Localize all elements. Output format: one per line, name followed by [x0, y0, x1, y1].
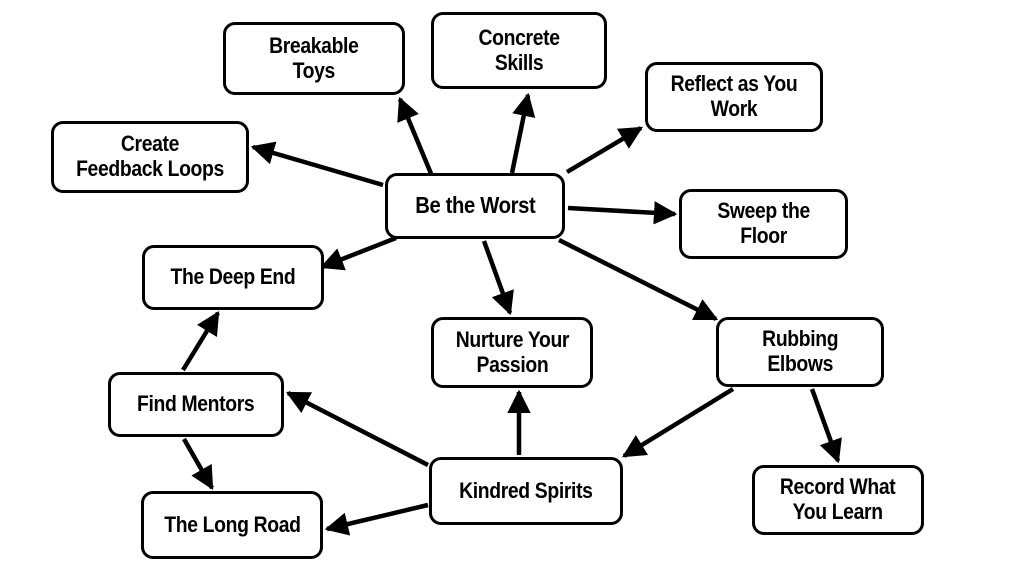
- edge-be-the-worst-to-breakable-toys: [397, 96, 435, 177]
- node-record-what-you-learn[interactable]: Record What You Learn: [752, 465, 924, 535]
- edge-be-the-worst-to-create-feedback-loops: [250, 141, 384, 188]
- node-label-create-feedback-loops: Create Feedback Loops: [76, 131, 224, 181]
- node-label-kindred-spirits: Kindred Spirits: [459, 477, 593, 503]
- node-label-the-long-road: The Long Road: [163, 511, 301, 537]
- node-label-breakable-toys: Breakable Toys: [269, 32, 359, 83]
- edge-be-the-worst-to-nurture-your-passion: [481, 240, 514, 316]
- edge-kindred-spirits-to-find-mentors: [285, 390, 430, 468]
- node-nurture-your-passion[interactable]: Nurture Your Passion: [431, 317, 593, 388]
- edge-be-the-worst-to-the-deep-end: [319, 235, 397, 271]
- node-label-sweep-the-floor: Sweep the Floor: [717, 198, 810, 248]
- node-sweep-the-floor[interactable]: Sweep the Floor: [679, 189, 848, 259]
- node-label-rubbing-elbows: Rubbing Elbows: [761, 326, 839, 376]
- edge-be-the-worst-to-reflect-as-you-work: [565, 126, 644, 174]
- node-breakable-toys[interactable]: Breakable Toys: [223, 22, 405, 95]
- edge-be-the-worst-to-sweep-the-floor: [567, 201, 678, 225]
- node-find-mentors[interactable]: Find Mentors: [108, 372, 284, 437]
- edge-kindred-spirits-to-the-long-road: [324, 502, 429, 536]
- node-the-deep-end[interactable]: The Deep End: [142, 245, 324, 310]
- edge-be-the-worst-to-concrete-skills: [509, 92, 536, 174]
- edge-rubbing-elbows-to-record-what-you-learn: [809, 388, 842, 464]
- node-label-concrete-skills: Concrete Skills: [478, 24, 560, 75]
- node-reflect-as-you-work[interactable]: Reflect as You Work: [645, 62, 823, 132]
- node-label-find-mentors: Find Mentors: [137, 391, 255, 417]
- node-label-reflect-as-you-work: Reflect as You Work: [670, 71, 798, 121]
- edge-find-mentors-to-the-long-road: [182, 437, 214, 491]
- node-label-the-deep-end: The Deep End: [170, 264, 296, 290]
- edge-find-mentors-to-the-deep-end: [181, 311, 220, 372]
- node-the-long-road[interactable]: The Long Road: [141, 491, 323, 559]
- edge-rubbing-elbows-to-kindred-spirits: [622, 387, 735, 458]
- node-be-the-worst[interactable]: Be the Worst: [385, 173, 565, 239]
- node-label-record-what-you-learn: Record What You Learn: [780, 474, 896, 524]
- node-kindred-spirits[interactable]: Kindred Spirits: [429, 457, 623, 525]
- node-create-feedback-loops[interactable]: Create Feedback Loops: [51, 121, 249, 193]
- node-rubbing-elbows[interactable]: Rubbing Elbows: [716, 317, 884, 387]
- node-label-nurture-your-passion: Nurture Your Passion: [455, 326, 569, 377]
- node-concrete-skills[interactable]: Concrete Skills: [431, 12, 607, 89]
- node-label-be-the-worst: Be the Worst: [414, 192, 536, 219]
